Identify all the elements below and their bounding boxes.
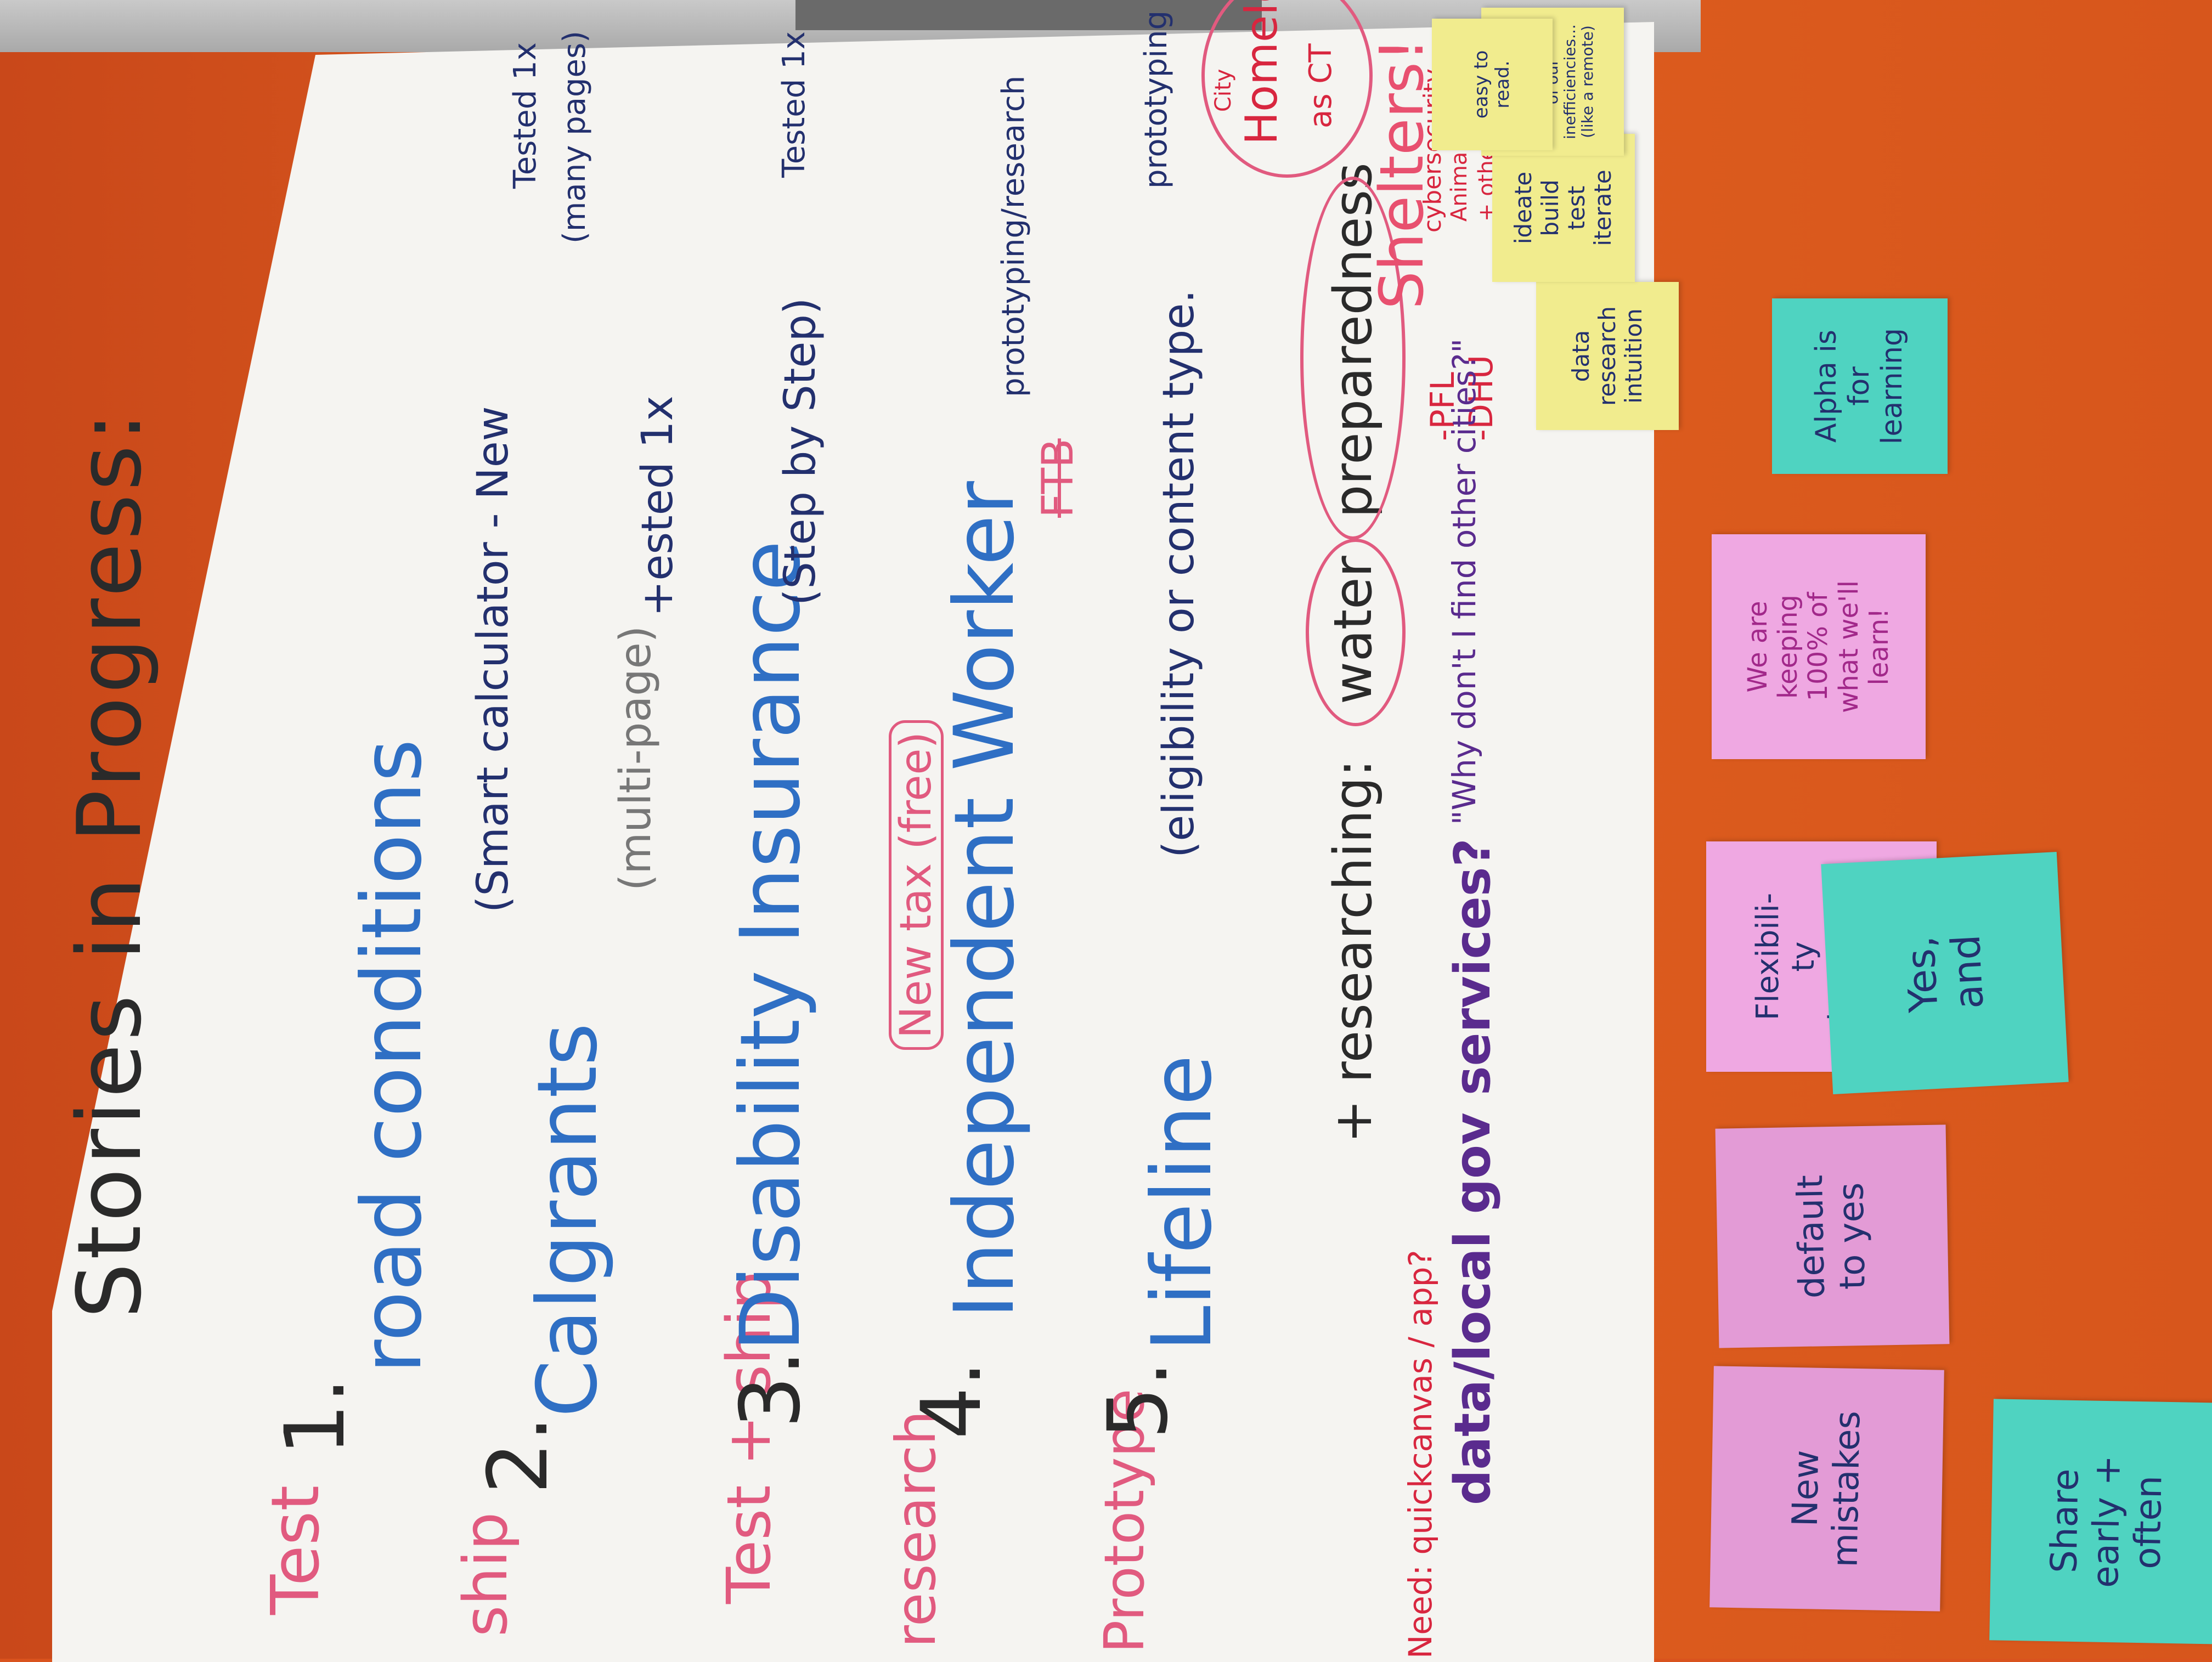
item-4-number: 4. (904, 1360, 1000, 1439)
item-3-name: Disability Insurance (723, 540, 819, 1352)
item-5-number: 5. (1091, 1360, 1186, 1439)
item-1-note: (Smart calculator - New (469, 406, 518, 913)
homeless-circle (1201, 0, 1373, 178)
item-3-note: (Step by Step) (776, 297, 825, 606)
item-1-number: 1. (268, 1377, 363, 1456)
water-circle (1306, 539, 1406, 726)
item-4-struck: FTB (1034, 438, 1083, 518)
question-why: "Why don't I find other cities?" (1446, 338, 1483, 825)
tag-research: research (884, 1410, 948, 1648)
ceiling-shadow (795, 0, 1262, 30)
item-4-note: prototyping/research (996, 75, 1031, 397)
item-5-name: Lifeline (1135, 1054, 1230, 1352)
sticky-alpha: Alpha is for learning (1772, 298, 1948, 474)
sticky-yes-and: Yes, and (1821, 852, 2069, 1094)
item-4-added: New tax (free) (889, 720, 944, 1050)
sticky-new-mistakes: New mistakes (1709, 1366, 1944, 1612)
sticky-share-early: Share early + often (1989, 1399, 2212, 1644)
researching-label: + researching: (1323, 759, 1384, 1143)
sticky-data-research: data research intuition (1536, 282, 1679, 430)
item-5-note: (eligibility or content type. (1154, 289, 1204, 858)
item-2-note: (multi-page) (611, 625, 661, 891)
item-3-number: 3. (723, 1349, 819, 1428)
tag-ship: ship (450, 1512, 521, 1637)
sticky-easy: easy to read. (1432, 19, 1553, 150)
item-2-name: Calgrants (520, 1022, 616, 1417)
item-1-name: road conditions (345, 739, 440, 1373)
board-title: Stories in Progress: (58, 409, 161, 1319)
item-1-tested: Tested 1x (507, 42, 543, 189)
need-note: Need: quickcanvas / app? (1402, 1250, 1439, 1659)
question-data: data/local gov services? (1444, 838, 1502, 1505)
sticky-ideate: ideate build test iterate (1492, 134, 1635, 282)
item-1-note2: (many pages) (557, 30, 592, 244)
item-4-name: Independent Worker (937, 481, 1032, 1319)
sticky-default-to-yes: default to yes (1715, 1124, 1950, 1348)
item-2-number: 2. (471, 1415, 566, 1494)
item-3-tested: Tested 1x (776, 31, 812, 178)
tag-test: Test (258, 1485, 334, 1615)
item-2-tested: +ested 1x (633, 395, 682, 617)
whiteboard-paper (52, 22, 1654, 1662)
sticky-keeping: We are keeping 100% of what we'll learn! (1712, 534, 1926, 759)
item-5-note2: prototyping (1138, 10, 1174, 189)
